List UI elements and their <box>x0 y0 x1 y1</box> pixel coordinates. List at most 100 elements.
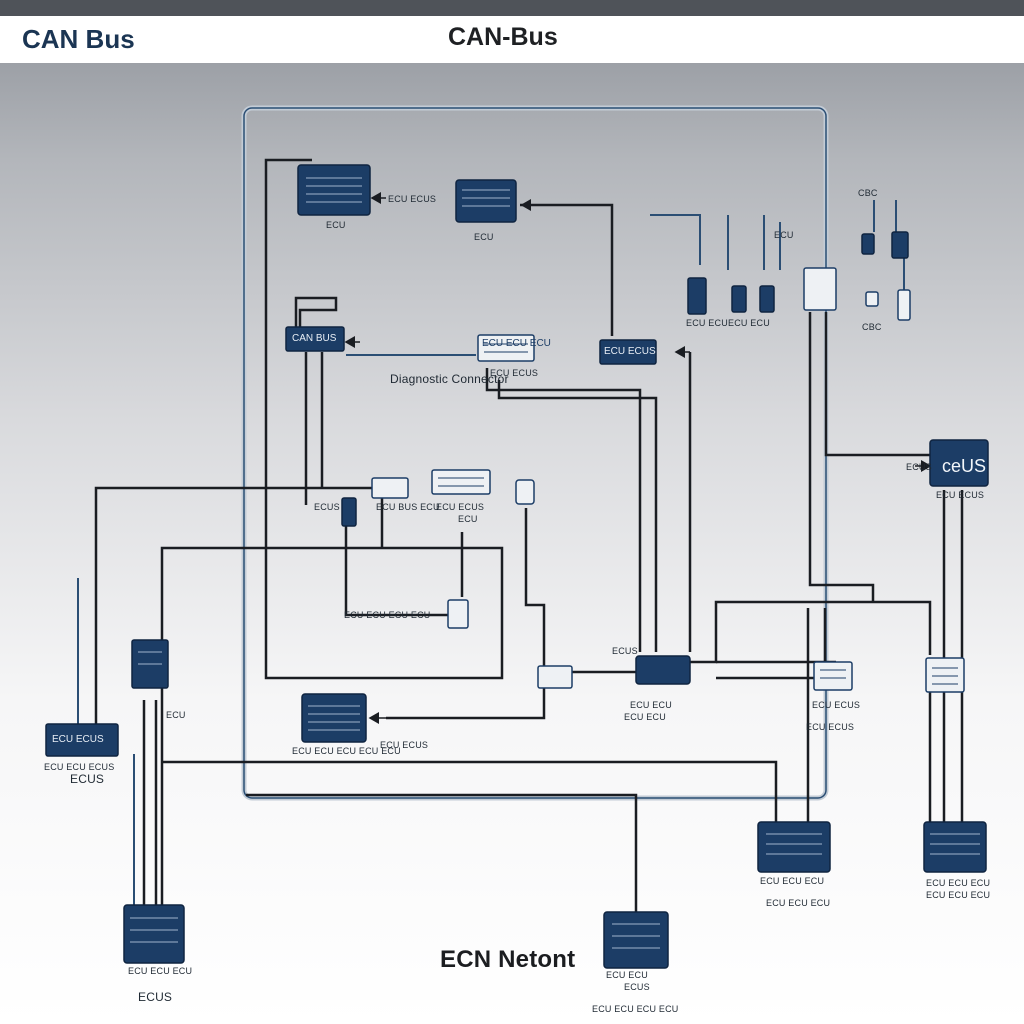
diagram-title: CAN-Bus <box>448 23 558 51</box>
device-adapter <box>447 599 469 629</box>
device-right-box <box>803 267 837 311</box>
small-bus-box-text: ECU ECU ECU <box>482 338 551 349</box>
module-far-right <box>923 821 987 873</box>
blue-wire-5 <box>873 200 905 290</box>
hub-sub: ECU ECU <box>624 712 666 722</box>
module-bottom-mid <box>301 693 367 743</box>
center-module-caption: ECU <box>474 232 494 242</box>
detail-top-left <box>306 177 362 203</box>
module-top-center <box>455 179 517 223</box>
row-connector-b: ECU BUS ECU <box>376 502 440 512</box>
wire-top-right <box>520 203 614 336</box>
probe-caption: CBC <box>858 188 878 198</box>
row-connector-a: ECUS <box>314 502 340 512</box>
module-mid-right <box>599 339 657 365</box>
ceus-text: ceUS <box>942 456 987 476</box>
bus-label: ECU ECU ECU ECU <box>344 610 431 620</box>
device-laptop-1 <box>813 661 853 691</box>
top-strip <box>0 0 1024 16</box>
bottom-center-caption: ECU ECU <box>606 970 648 980</box>
left-box-sub: ECUS <box>70 772 105 786</box>
module-left-ecu <box>45 723 119 757</box>
top-arrow-label: ECU ECUS <box>388 194 437 204</box>
left-box-caption: ECU ECU ECUS <box>44 762 115 772</box>
device-connector-a <box>371 477 409 499</box>
module-bottom-right <box>757 821 831 873</box>
wire-up-to-bus <box>304 352 324 505</box>
wire-far-right <box>942 490 964 822</box>
wire-bottom-loop <box>246 793 638 915</box>
row-connector-b-sub: ECU <box>458 514 478 524</box>
bottom-right-caption-1: ECU ECU ECU <box>760 876 825 886</box>
vert-node-caption: ECU <box>166 710 186 720</box>
bottom-center-sub: ECUS <box>624 982 650 992</box>
wire-top-left-loop <box>160 158 504 905</box>
network-title: ECN Netont <box>440 946 576 973</box>
detail-small-bus <box>484 343 528 353</box>
wire-right-top <box>824 312 935 457</box>
device-caption-2: ECU ECU <box>728 318 770 328</box>
module-details <box>130 177 980 949</box>
mid-right-box-text: ECU ECUS <box>604 346 656 357</box>
detail-laptop-1 <box>820 669 846 679</box>
module-bottom-left <box>123 904 185 964</box>
ceus-caption: ECU ECUS <box>936 490 985 500</box>
arrows <box>344 192 932 724</box>
hub-caption: ECU ECU <box>630 700 672 710</box>
bottom-center-sub2: ECU ECU ECU ECU <box>592 1004 679 1014</box>
far-right-caption: ECU ECU ECU <box>926 878 991 888</box>
device-6 <box>341 497 357 527</box>
gateway-caption: Diagnostic Connector <box>390 372 509 386</box>
device-5 <box>891 231 909 259</box>
blue-wire-4 <box>650 214 781 270</box>
gateway-box-text: CAN BUS <box>292 333 337 344</box>
device-laptop-2 <box>925 657 965 693</box>
module-ceus <box>929 439 989 487</box>
light-devices <box>371 267 965 693</box>
blue-wiring <box>77 200 905 905</box>
laptop-caption: ECU ECUS <box>812 700 861 710</box>
wire-center-drop-2 <box>497 380 658 652</box>
device-hub-in <box>537 665 573 689</box>
far-right-sub: ECU ECU ECU <box>926 890 991 900</box>
wire-gateway <box>294 296 338 335</box>
left-box-text: ECU ECUS <box>52 734 104 745</box>
device-probe <box>865 291 879 307</box>
module-hub <box>635 655 691 685</box>
light-device-details <box>438 343 958 685</box>
bottom-mid-arrow: ECU ECUS <box>380 740 429 750</box>
device-small-bus <box>477 334 535 362</box>
row-connector-c: ECU ECUS <box>436 502 485 512</box>
wire-right-mid <box>808 312 875 602</box>
module-gateway <box>285 326 345 352</box>
right-top-caption: ECU <box>774 230 794 240</box>
detail-bottom-center <box>612 923 660 949</box>
ceus-arrow-label: ECUS <box>906 462 932 472</box>
detail-bottom-right <box>766 833 822 855</box>
detail-far-right <box>930 833 980 855</box>
small-bus-caption: ECU ECUS <box>490 368 539 378</box>
bottom-left-caption: ECU ECU ECU <box>128 966 193 976</box>
detail-laptop-2 <box>932 667 958 685</box>
module-bottom-center <box>603 911 669 969</box>
wire-vertical-left <box>142 700 158 905</box>
device-1 <box>687 277 707 315</box>
detail-vert-node <box>138 651 162 665</box>
detail-top-center <box>462 189 510 207</box>
bottom-right-caption-2: ECU ECU ECU <box>766 898 831 908</box>
device-connector-b <box>431 469 491 495</box>
right-bottom-caption: CBC <box>862 322 882 332</box>
wire-hub-right <box>690 600 932 664</box>
detail-bottom-mid <box>308 705 360 731</box>
detail-bottom-left <box>130 917 178 943</box>
bottom-mid-caption: ECU ECU ECU ECU ECU <box>292 746 401 756</box>
device-caption-1: ECU ECU <box>686 318 728 328</box>
detail-connector-b <box>438 477 484 487</box>
device-probe-2 <box>897 289 911 321</box>
wire-bottom-mid <box>162 760 778 822</box>
wire-center-drop <box>485 368 642 652</box>
wire-small-connectors <box>386 508 546 720</box>
module-top-left <box>297 164 371 216</box>
device-plug <box>515 479 535 505</box>
